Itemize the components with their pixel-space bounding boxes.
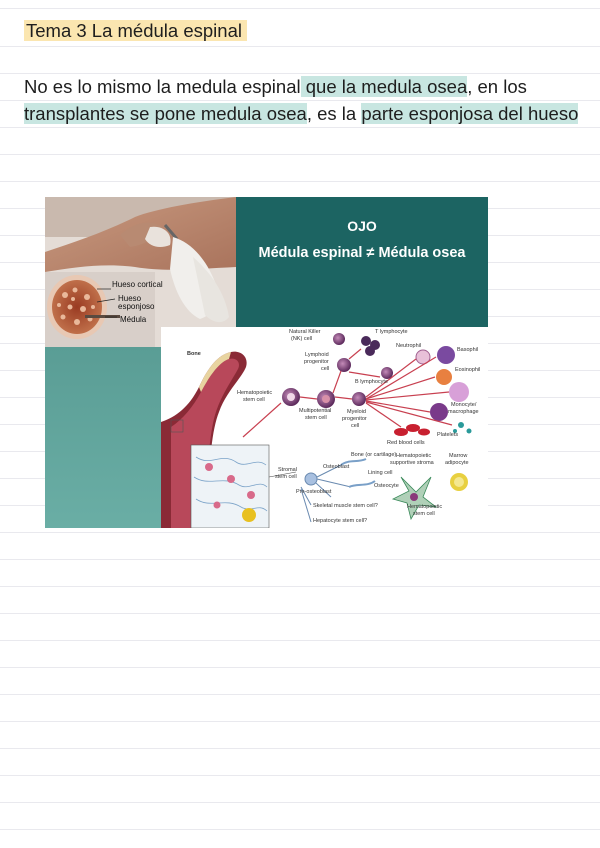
dlabel-multi1: Multipotential [299,408,331,414]
dlabel-platelets: Platelets [437,432,458,438]
dlabel-osteocyte: Osteocyte [374,483,399,489]
dlabel-eosinophil: Eosinophil [455,367,480,373]
dlabel-stromal1: Stromal [278,467,297,473]
note-paragraph: No es lo mismo la medula espinal que la … [24,73,584,127]
label-esponjoso: esponjoso [118,302,155,311]
label-hueso-cortical: Hueso cortical [112,280,163,289]
dlabel-nk1: Natural Killer [289,329,321,335]
para-seg-5: , es la [306,103,362,124]
dlabel-b-lymph: B lymphocyte [355,379,388,385]
dlabel-stromal2: stem cell [275,474,297,480]
dlabel-hema-support2: supportive stroma [390,460,435,466]
dlabel-preosteo: Pre-osteoblast [296,489,332,495]
bone-marrow-figure: Hueso cortical Hueso esponjoso Médula OJ… [45,197,488,528]
dlabel-nk2: (NK) cell [291,336,312,342]
dlabel-myeloid2: progenitor [342,416,367,422]
dlabel-bone: Bone [187,351,201,357]
dlabel-mono1: Monocyte/ [451,402,477,408]
ojo-title: OJO [347,218,377,234]
dlabel-marrow2: adipocyte [445,460,469,466]
para-seg-1: No es lo mismo la medula espinal [24,76,301,97]
figure-teal-panel [45,347,161,528]
label-medula: Médula [120,315,147,324]
dlabel-myeloid3: cell [351,423,359,429]
dlabel-multi2: stem cell [305,415,327,421]
para-seg-6-highlight: parte esponjosa del hueso [361,103,579,124]
label-hueso: Hueso [118,294,142,303]
dlabel-myeloid1: Myeloid [347,409,366,415]
dlabel-lining: Lining cell [368,470,392,476]
dlabel-mono2: macrophage [448,409,479,415]
para-seg-3: , en los [467,76,527,97]
dlabel-lymphoid1: Lymphoid [305,352,329,358]
title-highlight: Tema 3 La médula espinal [24,20,247,41]
dlabel-basophil: Basophil [457,347,478,353]
dlabel-bone-cart: Bone (or cartilage) [351,452,396,458]
para-seg-2-highlight: que la medula osea [300,76,468,97]
dlabel-osteoblast: Osteoblast [323,464,350,470]
ojo-panel [236,197,488,327]
dlabel-lymphoid2: progenitor [304,359,329,365]
dlabel-hema-support1: Hematopoietic [396,453,431,459]
dlabel-skeletal: Skeletal muscle stem cell? [313,503,378,509]
dlabel-rbc: Red blood cells [387,440,425,446]
dlabel-hema2: stem cell [243,397,265,403]
dlabel-marrow1: Marrow [449,453,467,459]
note-title: Tema 3 La médula espinal [24,19,247,43]
para-seg-4-highlight: transplantes se pone medula osea [24,103,307,124]
ojo-subtitle: Médula espinal ≠ Médula osea [258,245,466,261]
dlabel-lymphoid3: cell [321,366,329,372]
stem-cell-diagram: Bone Natural Killer (NK) cell T lymphocy… [161,327,488,528]
dlabel-neutrophil: Neutrophil [396,343,421,349]
dlabel-t-lymph: T lymphocyte [375,329,408,335]
dlabel-hema1: Hematopoietic [237,390,272,396]
dlabel-hepatocyte: Hepatocyte stem cell? [313,518,367,524]
dlabel-hema-bottom2: stem cell [413,511,435,517]
dlabel-hema-bottom1: Hematopoietic [407,504,442,510]
bone-marrow-puncture-photo [45,197,236,347]
